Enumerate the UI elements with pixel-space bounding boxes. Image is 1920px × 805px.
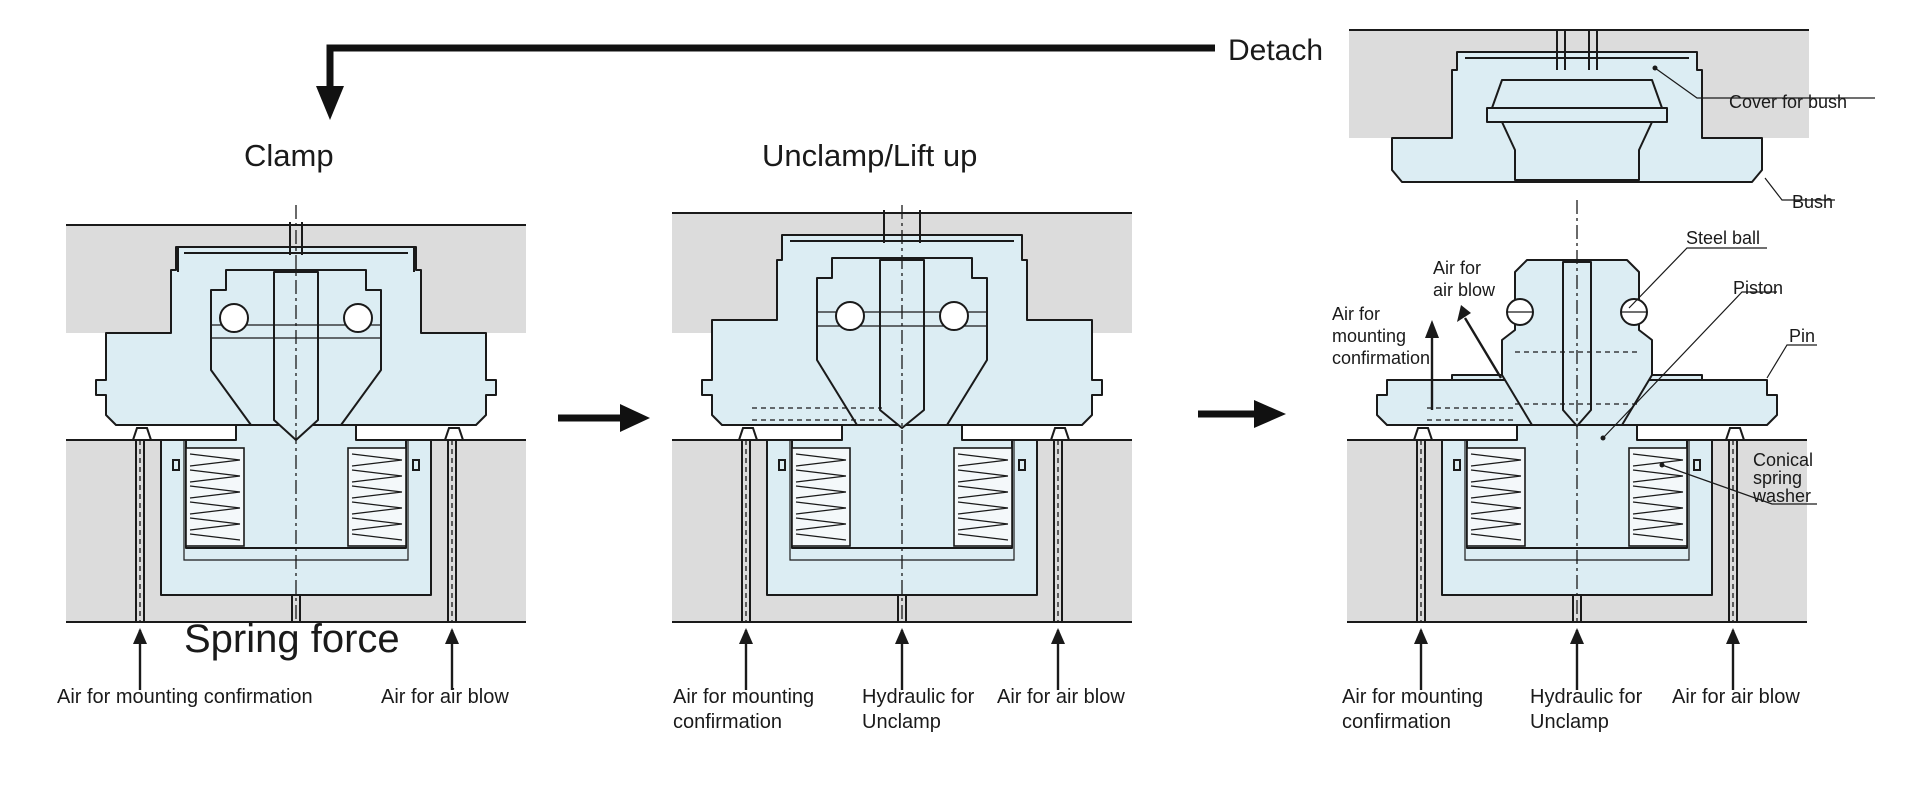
- conical-spring-washer-label-3: washer: [1752, 486, 1811, 506]
- conical-spring-washer-label-1: Conical: [1753, 450, 1813, 470]
- pin-label: Pin: [1789, 326, 1815, 346]
- steel-ball-label: Steel ball: [1686, 228, 1760, 248]
- p1-air-blow-label: Air for air blow: [381, 686, 509, 708]
- cover-for-bush-label: Cover for bush: [1729, 92, 1847, 112]
- panel-unclamp: Unclamp/Lift up Air for mounting confirm…: [671, 138, 1133, 733]
- p2-air-mounting-label-2: confirmation: [673, 711, 782, 733]
- detach-arrowhead: [316, 86, 344, 120]
- bush-label: Bush: [1792, 192, 1833, 212]
- p3-side-air-blow-label-2: air blow: [1433, 280, 1496, 300]
- p1-air-mounting-label: Air for mounting confirmation: [57, 686, 313, 708]
- p3-air-mounting-label-2: confirmation: [1342, 711, 1451, 733]
- spring-force-label: Spring force: [184, 617, 400, 661]
- p3-hydraulic-label-1: Hydraulic for: [1530, 686, 1643, 708]
- p3-side-air-mounting-label-1: Air for: [1332, 304, 1380, 324]
- detach-label: Detach: [1228, 34, 1323, 67]
- p3-side-air-blow-label-1: Air for: [1433, 258, 1481, 278]
- panel-clamp: Clamp Spring force Air for: [57, 138, 527, 708]
- p3-air-mounting-label-1: Air for mounting: [1342, 686, 1483, 708]
- p2-air-blow-label: Air for air blow: [997, 686, 1125, 708]
- p2-hydraulic-label-1: Hydraulic for: [862, 686, 975, 708]
- p3-side-air-mounting-label-2: mounting: [1332, 326, 1406, 346]
- piston-label: Piston: [1733, 278, 1783, 298]
- p3-side-air-mounting-label-3: confirmation: [1332, 348, 1430, 368]
- p2-hydraulic-label-2: Unclamp: [862, 711, 941, 733]
- panel-detached: Cover for bush Bush Steel ball Piston Pi…: [1332, 29, 1875, 733]
- conical-spring-washer-label-2: spring: [1753, 468, 1802, 488]
- clamp-title: Clamp: [244, 138, 334, 173]
- step-arrowhead-2: [1254, 400, 1286, 428]
- unclamp-title: Unclamp/Lift up: [762, 138, 977, 173]
- p2-air-mounting-label-1: Air for mounting: [673, 686, 814, 708]
- p3-hydraulic-label-2: Unclamp: [1530, 711, 1609, 733]
- step-arrowhead-1: [620, 404, 650, 432]
- detach-arrow: [326, 44, 1215, 92]
- p3-air-blow-label: Air for air blow: [1672, 686, 1800, 708]
